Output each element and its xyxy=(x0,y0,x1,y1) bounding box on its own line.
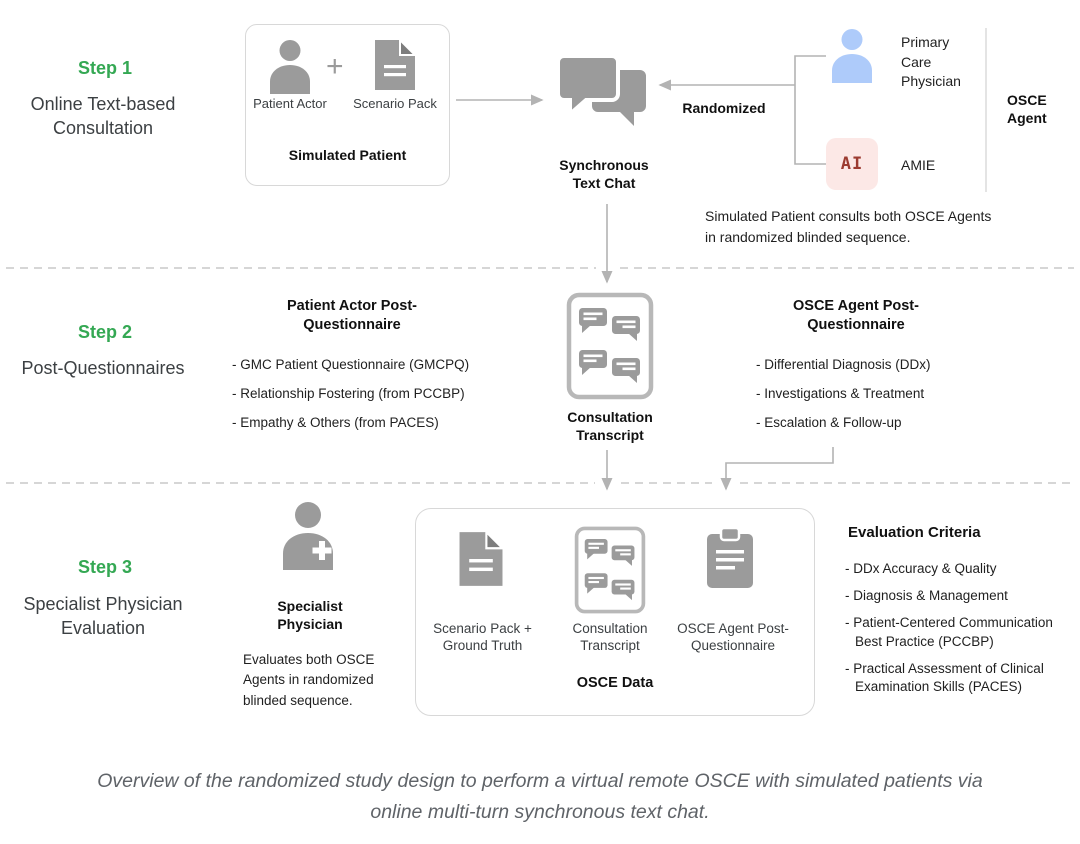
randomized-label: Randomized xyxy=(682,100,766,116)
consultation-transcript-icon xyxy=(566,292,654,405)
step3-title: Specialist Physician Evaluation xyxy=(23,594,183,638)
list-item: - Patient-Centered Communication Best Pr… xyxy=(845,615,1053,649)
plus-icon: + xyxy=(326,50,344,83)
consultation-transcript-label: Consultation Transcript xyxy=(567,409,653,444)
list-item: - Practical Assessment of Clinical Exami… xyxy=(845,660,1044,695)
list-item: - DDx Accuracy & Quality xyxy=(845,561,997,576)
patient-questionnaire-title: Patient Actor Post-Questionnaire xyxy=(287,298,417,333)
agent-questionnaire-list: - Differential Diagnosis (DDx) - Investi… xyxy=(756,356,986,444)
list-item: - GMC Patient Questionnaire (GMCPQ) xyxy=(232,357,470,372)
patient-actor-label: Patient Actor xyxy=(253,96,327,111)
list-item: - Empathy & Others (from PACES) xyxy=(232,415,439,431)
list-item: - Investigations & Treatment xyxy=(756,386,925,402)
patient-questionnaire-list: - GMC Patient Questionnaire (GMCPQ) - Re… xyxy=(232,356,477,444)
evaluation-criteria-title: Evaluation Criteria xyxy=(848,524,981,541)
synchronous-chat-label: Synchronous Text Chat xyxy=(559,157,649,192)
synchronous-chat-icon xyxy=(556,54,648,149)
agent-questionnaire-title: OSCE Agent Post-Questionnaire xyxy=(793,298,919,333)
amie-label: AMIE xyxy=(901,157,936,173)
step1-title: Online Text-based Consultation xyxy=(30,94,176,138)
agent-post-questionnaire-label: OSCE Agent Post-Questionnaire xyxy=(677,621,789,654)
list-item: - Escalation & Follow-up xyxy=(756,415,902,431)
osce-data-label: OSCE Data xyxy=(576,675,654,691)
osce-agent-label: OSCE Agent xyxy=(1007,92,1047,127)
specialist-physician-icon xyxy=(276,500,340,575)
scenario-pack-icon xyxy=(372,37,418,97)
agent-post-questionnaire-icon xyxy=(705,526,755,593)
simulated-patient-box xyxy=(245,24,450,186)
amie-ai-icon: AI xyxy=(826,138,878,190)
primary-care-physician-icon xyxy=(826,26,878,89)
scenario-pack-label: Scenario Pack xyxy=(353,96,437,111)
step2-title: Post-Questionnaires xyxy=(21,358,185,378)
list-item: - Relationship Fostering (from PCCBP) xyxy=(232,386,465,402)
simulated-patient-label: Simulated Patient xyxy=(288,147,407,163)
figure-caption: Overview of the randomized study design … xyxy=(97,770,983,824)
primary-care-physician-label: Primary Care Physician xyxy=(901,34,961,90)
list-item: - Differential Diagnosis (DDx) xyxy=(756,357,931,372)
specialist-note: Evaluates both OSCE Agents in randomized… xyxy=(243,652,375,708)
consultation-transcript-small-icon xyxy=(574,526,646,619)
list-item: - Diagnosis & Management xyxy=(845,588,1008,604)
patient-actor-icon xyxy=(264,38,316,99)
scenario-pack-ground-truth-icon xyxy=(456,529,506,593)
step1-label: Step 1 xyxy=(77,58,133,78)
evaluation-criteria-list: - DDx Accuracy & Quality - Diagnosis & M… xyxy=(845,560,1077,705)
specialist-physician-label: Specialist Physician xyxy=(277,598,343,633)
ai-glyph: AI xyxy=(840,154,864,174)
scenario-pack-ground-truth-label: Scenario Pack + Ground Truth xyxy=(433,621,532,654)
step2-label: Step 2 xyxy=(77,322,133,342)
randomization-note: Simulated Patient consults both OSCE Age… xyxy=(705,208,992,245)
consultation-transcript-small-label: Consultation Transcript xyxy=(572,621,648,654)
step3-label: Step 3 xyxy=(77,557,133,577)
